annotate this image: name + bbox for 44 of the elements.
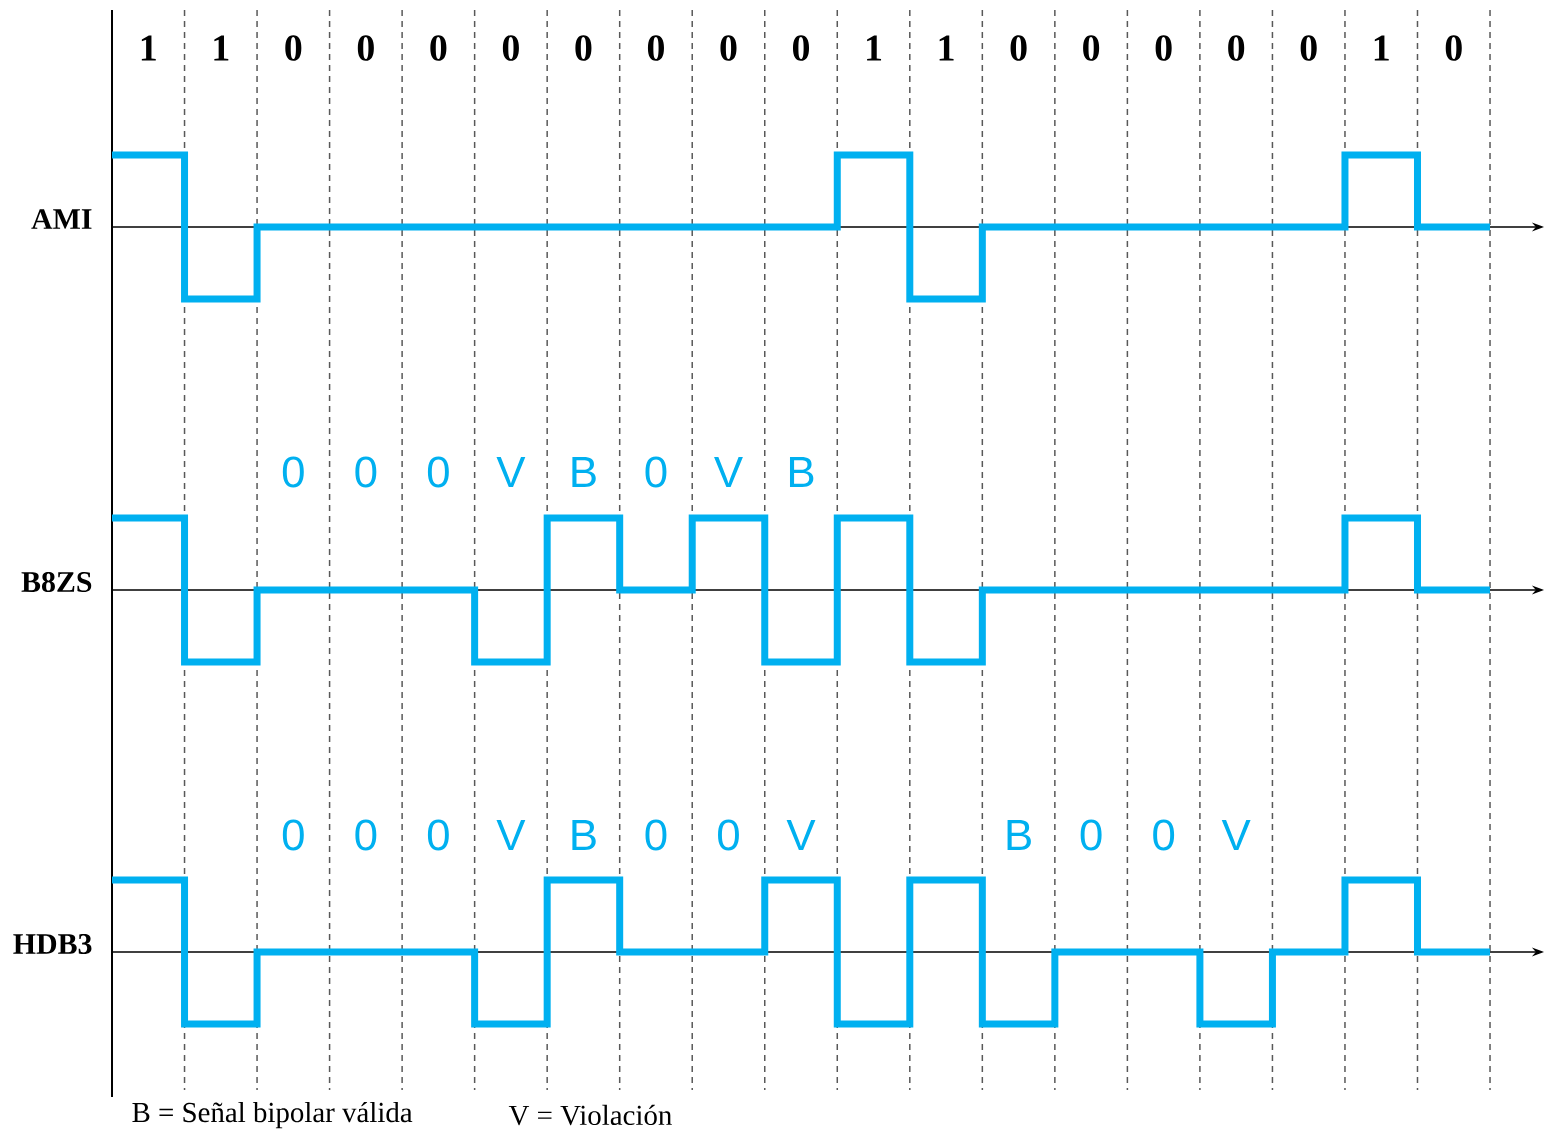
bit-value: 0 — [285, 35, 302, 61]
bit-value: 1 — [1374, 35, 1389, 61]
code-symbol: V — [496, 456, 526, 488]
bit-value: 0 — [430, 35, 447, 61]
code-symbol: 0 — [427, 819, 449, 851]
bit-value: 0 — [575, 35, 592, 61]
bit-value: 0 — [1300, 35, 1317, 61]
code-symbol: B — [572, 819, 596, 851]
code-symbol: V — [714, 456, 743, 488]
code-symbol: B — [572, 456, 596, 488]
code-symbol: 0 — [427, 456, 449, 488]
code-symbol: 0 — [1080, 819, 1102, 851]
code-symbol: 0 — [645, 819, 667, 851]
legend-note: B = Señal bipolar válida — [132, 1101, 413, 1129]
bit-value: 1 — [214, 35, 229, 61]
bit-value: 0 — [647, 35, 664, 61]
bit-value: 0 — [1228, 35, 1245, 61]
bit-value: 0 — [1155, 35, 1172, 61]
code-symbol: V — [786, 819, 816, 851]
bit-value: 0 — [793, 35, 810, 61]
signal-label: HDB3 — [13, 933, 92, 955]
bit-value: 1 — [939, 35, 954, 61]
bit-value: 0 — [1010, 35, 1027, 61]
bit-value: 0 — [720, 35, 737, 61]
code-symbol: B — [790, 456, 814, 488]
code-symbol: 0 — [282, 819, 304, 851]
code-symbol: 0 — [282, 456, 304, 488]
code-symbol: 0 — [355, 456, 377, 488]
bit-value: 0 — [502, 35, 519, 61]
legend-note: V = Violación — [508, 1104, 672, 1126]
code-symbol: V — [1221, 819, 1251, 851]
code-symbol: 0 — [355, 819, 377, 851]
signal-label: B8ZS — [21, 571, 92, 593]
code-symbol: B — [1007, 819, 1031, 851]
signal-label: AMI — [31, 209, 92, 229]
code-symbol: 0 — [645, 456, 667, 488]
bit-value: 1 — [867, 35, 882, 61]
bit-value: 0 — [1445, 35, 1462, 61]
code-symbol: V — [496, 819, 526, 851]
code-symbol: 0 — [718, 819, 739, 851]
bit-value: 0 — [1083, 35, 1100, 61]
bit-value: 0 — [357, 35, 374, 61]
bit-value: 1 — [141, 35, 156, 61]
code-symbol: 0 — [1153, 819, 1175, 851]
